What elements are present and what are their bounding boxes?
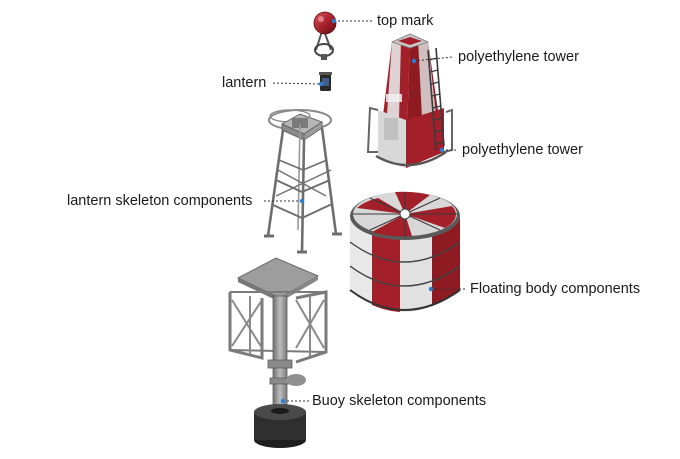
- leader-lines: [264, 20, 466, 402]
- label-floating-body: Floating body components: [470, 281, 641, 297]
- label-lantern-skeleton: lantern skeleton components: [67, 193, 253, 209]
- leader-lantern: [272, 82, 322, 85]
- label-lantern: lantern: [222, 75, 267, 91]
- leader-markers: [280, 18, 445, 404]
- lantern-skeleton-part: [264, 109, 342, 254]
- label-polyethylene-tower-upper: polyethylene tower: [458, 49, 579, 65]
- label-polyethylene-tower-lower: polyethylene tower: [462, 142, 583, 158]
- polyethylene-tower-part: [366, 33, 453, 168]
- top-mark-part: [313, 11, 337, 60]
- label-top-mark: top mark: [377, 13, 434, 29]
- lantern-part: [319, 72, 332, 91]
- buoy-skeleton-part: [228, 257, 328, 448]
- floating-body-part: [349, 191, 461, 312]
- label-buoy-skeleton: Buoy skeleton components: [312, 393, 487, 409]
